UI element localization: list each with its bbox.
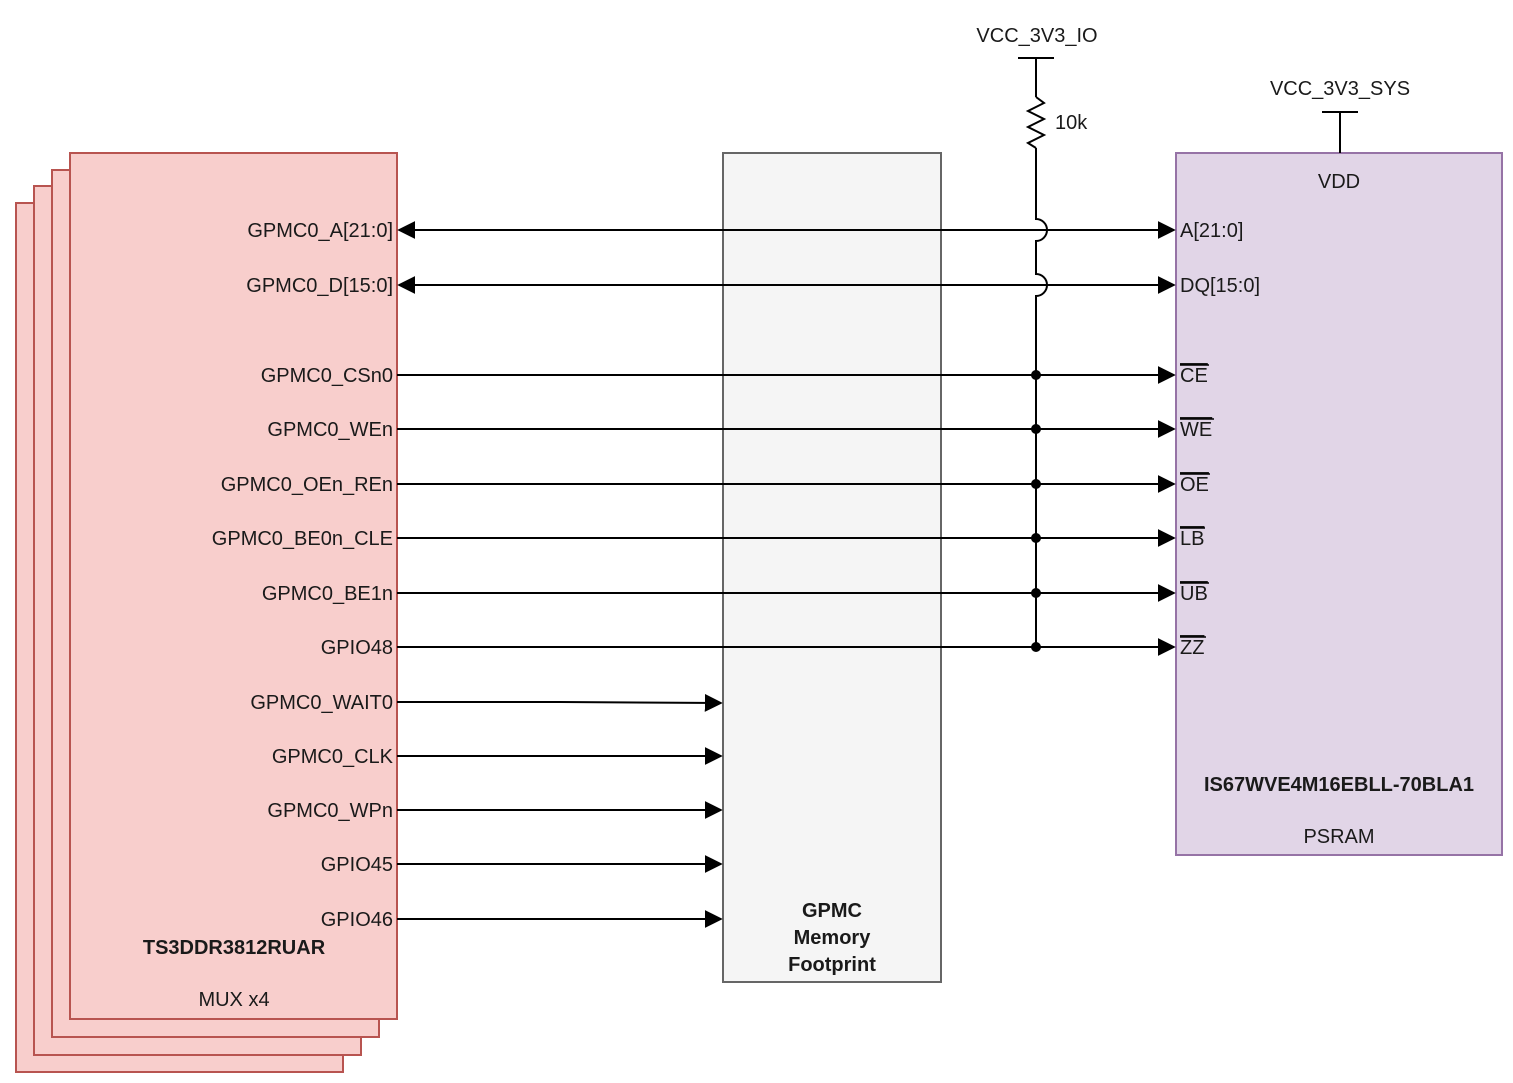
psram-pin-label: WE bbox=[1180, 419, 1212, 441]
psram-pin-label: LB bbox=[1180, 528, 1204, 550]
psram-pin-label: DQ[15:0] bbox=[1180, 275, 1260, 297]
footprint-lines bbox=[397, 693, 723, 928]
sys-rail-label: VCC_3V3_SYS bbox=[1270, 78, 1410, 100]
mux-pin-label: GPMC0_WEn bbox=[267, 419, 393, 441]
junction-dots bbox=[1031, 370, 1041, 652]
psram-part-number: IS67WVE4M16EBLL-70BLA1 bbox=[1204, 774, 1474, 796]
mux-pin-label: GPMC0_A[21:0] bbox=[247, 220, 393, 242]
mux-pin-label: GPMC0_CLK bbox=[272, 746, 394, 768]
mux-pin-labels: GPMC0_A[21:0] GPMC0_D[15:0] GPMC0_CSn0 G… bbox=[212, 220, 394, 931]
mux-pin-label: GPMC0_WAIT0 bbox=[250, 692, 393, 714]
mux-pin-label: GPMC0_OEn_REn bbox=[221, 474, 393, 496]
control-lines bbox=[397, 366, 1176, 656]
mux-pin-label: GPMC0_WPn bbox=[267, 800, 393, 822]
gpmc-footprint-block bbox=[722, 152, 942, 983]
psram-pin-label: CE bbox=[1180, 365, 1208, 387]
mux-subtitle: MUX x4 bbox=[198, 989, 269, 1011]
mux-part-number: TS3DDR3812RUAR bbox=[143, 937, 326, 959]
psram-pin-labels: A[21:0] DQ[15:0] CE WE OE LB UB ZZ bbox=[1180, 220, 1260, 659]
footprint-label-line1: GPMC bbox=[802, 900, 862, 922]
mux-pin-label: GPMC0_D[15:0] bbox=[246, 275, 393, 297]
psram-vdd-pin: VDD bbox=[1318, 171, 1360, 193]
mux-block bbox=[69, 152, 398, 1020]
psram-pin-label: A[21:0] bbox=[1180, 220, 1243, 242]
footprint-label-line2: Memory bbox=[794, 927, 872, 949]
mux-pin-label: GPIO46 bbox=[321, 909, 393, 931]
sys-power-symbol bbox=[1322, 111, 1358, 153]
mux-pin-label: GPMC0_CSn0 bbox=[261, 365, 393, 387]
psram-subtitle: PSRAM bbox=[1303, 826, 1374, 848]
io-rail-label: VCC_3V3_IO bbox=[976, 25, 1097, 47]
mux-pin-label: GPMC0_BE1n bbox=[262, 583, 393, 605]
resistor-value-label: 10k bbox=[1055, 112, 1088, 134]
psram-pin-label: ZZ bbox=[1180, 637, 1204, 659]
wait0-line bbox=[397, 693, 723, 712]
mux-block-stack bbox=[15, 152, 398, 1073]
mux-pin-label: GPMC0_BE0n_CLE bbox=[212, 528, 393, 550]
pullup-resistor bbox=[1025, 96, 1047, 149]
psram-block bbox=[1175, 152, 1503, 856]
psram-pin-label: OE bbox=[1180, 474, 1209, 496]
mux-pin-label: GPIO45 bbox=[321, 854, 393, 876]
mux-pin-label: GPIO48 bbox=[321, 637, 393, 659]
footprint-label-line3: Footprint bbox=[788, 954, 876, 976]
psram-pin-label: UB bbox=[1180, 583, 1208, 605]
pullup-rail bbox=[1035, 148, 1048, 647]
psram-pin-overbars bbox=[1180, 364, 1214, 638]
io-power-symbol bbox=[1018, 57, 1054, 97]
